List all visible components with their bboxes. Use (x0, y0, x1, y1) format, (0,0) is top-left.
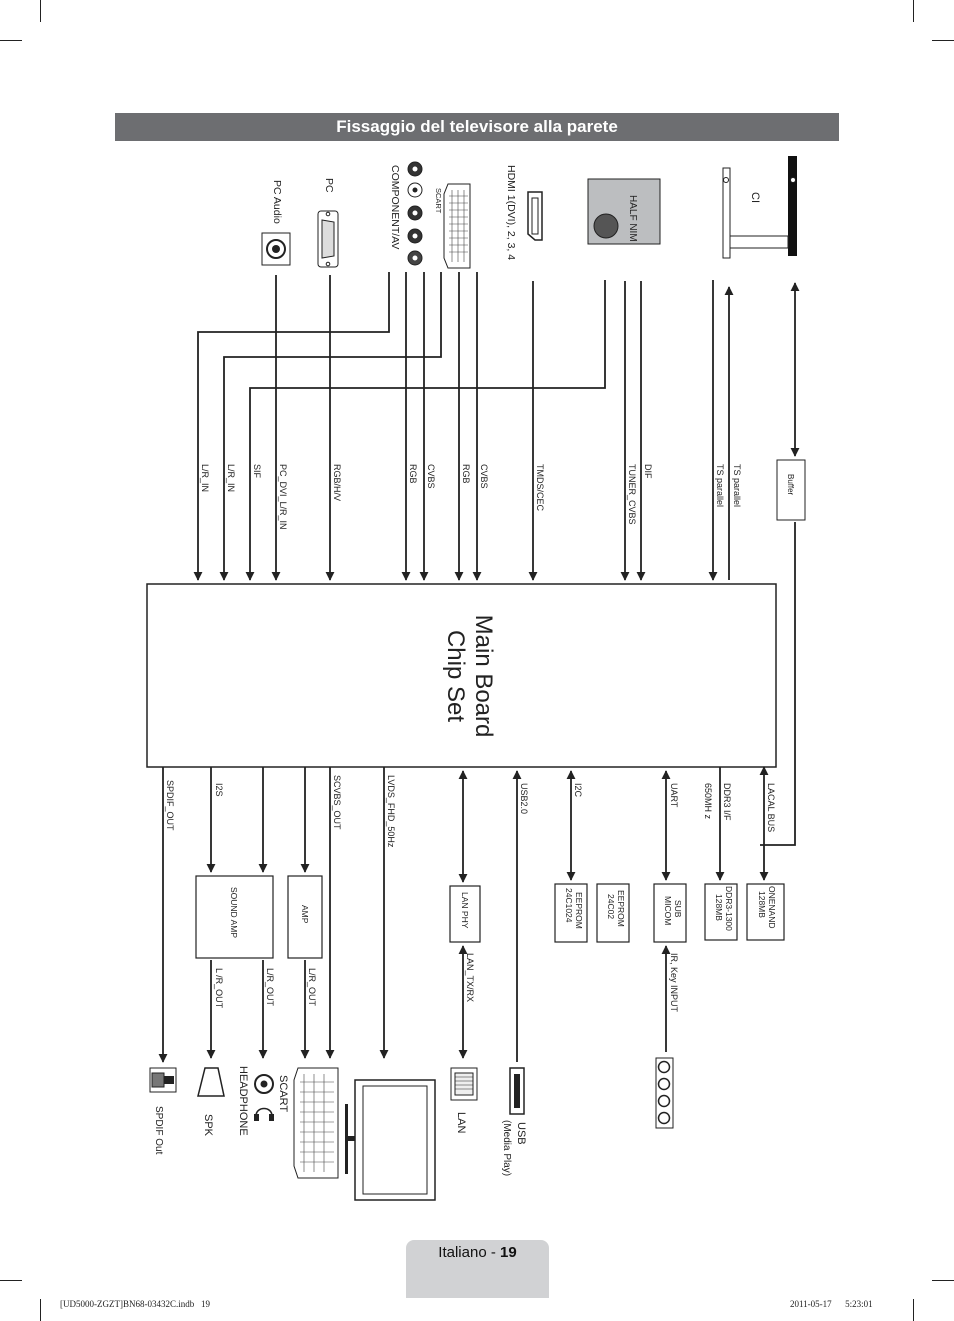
main-board-box (146, 583, 777, 768)
ddr3-box (704, 883, 738, 941)
lan-label: LAN (455, 1112, 467, 1133)
sub-micom-label-2: MICOM (663, 896, 673, 925)
eeprom-24c1024-box (554, 883, 588, 943)
crop-mark (40, 1299, 41, 1321)
lr-in-label-2: L/R_IN (200, 464, 210, 492)
buffer-box (776, 459, 806, 521)
page-number: Italiano - 19 (438, 1244, 517, 1261)
sif-label: SIF (252, 464, 262, 479)
eeprom-24c02-label: EEPROM (616, 890, 626, 927)
lr-in-label: L/R_IN (226, 464, 236, 492)
crop-mark (913, 1299, 914, 1321)
sub-micom-label: SUB (673, 900, 683, 918)
rgb-label-2: RGB (408, 464, 418, 484)
scart-input-icon (443, 183, 471, 269)
usb-port-icon (509, 1067, 525, 1115)
ci-slot-icon (722, 156, 797, 259)
headphone-jack-icon (254, 1074, 274, 1121)
buffer-label: Buffer (786, 474, 795, 496)
spdif-port-icon (149, 1067, 177, 1093)
component-av-jacks-icon (407, 161, 423, 266)
crop-mark (913, 0, 914, 22)
headphone-label: HEADPHONE (237, 1066, 249, 1136)
amp-box (287, 875, 323, 959)
ddr3-freq-label: 650MH z (703, 783, 713, 820)
footer-timestamp: 2011-05-17 5:23:01 (790, 1299, 873, 1309)
scart-output-icon (293, 1067, 339, 1179)
usb20-label: USB2.0 (519, 783, 529, 814)
eeprom-24c02-box (596, 883, 630, 943)
crop-mark (0, 40, 22, 41)
ir-key-input-label: IR, Key INPUT (669, 953, 679, 1013)
rgb-hv-label: RGB/H/V (332, 464, 342, 501)
tv-monitor-icon (345, 1079, 436, 1201)
tuner-cvbs-label: TUNER_CVBS (627, 464, 637, 525)
spdif-out-signal-label: SPDIF_OUT (165, 780, 175, 831)
spk-label: SPK (202, 1114, 214, 1137)
uart-label: UART (669, 783, 679, 808)
scvbs-out-label: SCVBS_OUT (332, 775, 342, 830)
amp-label: AMP (300, 905, 310, 924)
hdmi-label: HDMI 1(DVI), 2, 3, 4 (505, 165, 517, 260)
section-title: Fissaggio del televisore alla parete (115, 113, 839, 141)
ddr3-size-label: 128MB (714, 894, 724, 921)
cvbs-label-2: CVBS (426, 464, 436, 489)
onenand-box (746, 883, 785, 941)
key-input-buttons-icon (655, 1057, 674, 1129)
half-nim-label: HALF NIM (627, 195, 638, 242)
speaker-icon (197, 1067, 225, 1097)
lan-txrx-label: LAN_TX/RX (465, 953, 475, 1002)
sound-amp-lr-out-label-2: L /R_OUT (214, 968, 224, 1009)
scart-input-label: SCART (434, 188, 443, 214)
lan-phy-box (449, 885, 481, 943)
pc-audio-jack-icon (261, 232, 291, 266)
footer-file-info: [UD5000-ZGZT]BN68-03432C.indb 19 (60, 1299, 210, 1309)
tmds-cec-label: TMDS/CEC (535, 464, 545, 512)
usb-media-play-label: (Media Play) (501, 1120, 512, 1176)
amp-lr-out-label: L/R_OUT (307, 968, 317, 1007)
pc-label: PC (323, 178, 335, 193)
pc-dvi-label: PC_DVI_L/R_IN (278, 464, 288, 530)
lvds-label: LVDS_FHD_50Hz (386, 775, 396, 848)
onenand-label: ONENAND (767, 886, 777, 929)
eeprom-24c1024-part-label: 24C1024 (564, 888, 574, 923)
ddr3-if-label: DDR3 I/F (722, 783, 732, 821)
crop-mark (40, 0, 41, 22)
sub-micom-box (653, 883, 687, 943)
pc-vga-port-icon (317, 210, 339, 268)
dif-label: DIF (643, 464, 653, 479)
ddr3-block-label: DDR3-1300 (724, 886, 734, 931)
sound-amp-lr-out-label: L/R_OUT (265, 968, 275, 1007)
rgb-label: RGB (461, 464, 471, 484)
ci-label: CI (749, 192, 761, 203)
main-board-label: Main Board (470, 615, 497, 738)
sound-amp-box (195, 875, 274, 959)
onenand-size-label: 128MB (757, 891, 767, 918)
crop-mark (932, 40, 954, 41)
ts-parallel-label-2: TS parallel (715, 464, 725, 507)
lan-port-icon (450, 1067, 478, 1101)
sound-amp-label: SOUND AMP (229, 887, 239, 938)
hdmi-port-icon (527, 191, 543, 241)
component-av-label: COMPONENT/AV (389, 165, 401, 249)
crop-mark (932, 1280, 954, 1281)
page-tab (406, 1240, 549, 1298)
scart-output-label: SCART (277, 1075, 289, 1112)
crop-mark (0, 1280, 22, 1281)
eeprom-24c02-part-label: 24C02 (606, 894, 616, 919)
i2c-label: I2C (573, 783, 583, 798)
i2s-label: I2S (214, 783, 224, 797)
main-board-label-2: Chip Set (442, 630, 469, 722)
lan-phy-label: LAN PHY (460, 892, 470, 929)
cvbs-label: CVBS (479, 464, 489, 489)
half-nim-icon (587, 178, 661, 245)
spdif-out-label: SPDIF Out (153, 1106, 164, 1155)
usb-label: USB (515, 1122, 527, 1145)
lacal-bus-label: LACAL BUS (766, 783, 776, 832)
eeprom-24c1024-label: EEPROM (574, 892, 584, 929)
ts-parallel-label: TS parallel (732, 464, 742, 507)
pc-audio-label: PC Audio (271, 180, 283, 224)
